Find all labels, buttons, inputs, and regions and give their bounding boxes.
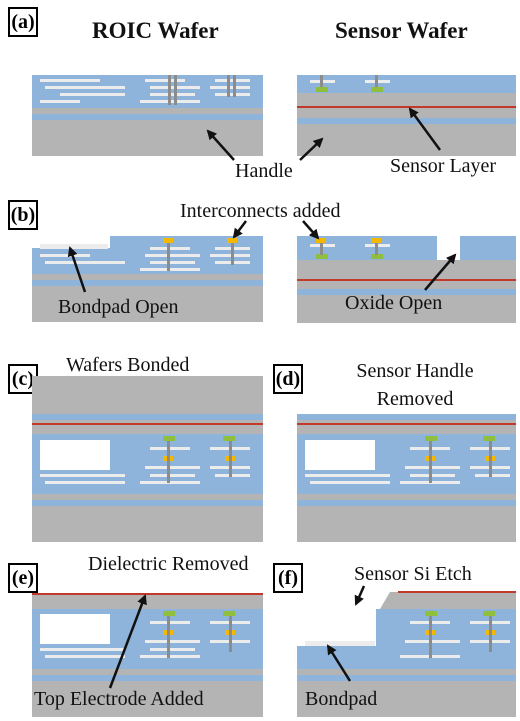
sensor-wafer-a — [297, 75, 516, 156]
si-etch-arrow — [354, 585, 366, 606]
panel-label-e: (e) — [8, 563, 38, 593]
sensor-handle-removed-line2: Removed — [376, 388, 454, 410]
panel-label-d: (d) — [273, 364, 303, 394]
sensor-si-etch-label: Sensor Si Etch — [354, 563, 472, 585]
panel-label-f: (f) — [273, 563, 303, 593]
bonded-stack-e — [32, 593, 263, 717]
bonded-stack-c — [32, 376, 263, 542]
interconnect-arrow-right — [302, 220, 320, 240]
handle-arrow-left — [206, 129, 235, 161]
panel-label-a: (a) — [8, 7, 38, 37]
handle-arrow-right — [299, 137, 324, 161]
bondpad-open-arrow — [67, 246, 87, 293]
interconnect-arrow-left — [232, 220, 247, 239]
wafers-bonded-label: Wafers Bonded — [66, 354, 190, 376]
interconnects-added-label: Interconnects added — [180, 200, 341, 222]
panel-label-b: (b) — [8, 200, 38, 230]
sensor-layer-label: Sensor Layer — [390, 155, 497, 177]
bonded-stack-f — [297, 591, 516, 717]
top-electrode-arrow — [108, 594, 147, 689]
oxide-open-label: Oxide Open — [345, 292, 443, 314]
sensor-wafer-b — [297, 236, 516, 323]
sensor-handle-removed-line1: Sensor Handle — [356, 360, 474, 382]
roic-wafer-a — [32, 75, 263, 156]
sensor-layer-arrow — [408, 107, 442, 151]
bondpad-arrow — [326, 644, 352, 682]
sensor-wafer-title: Sensor Wafer — [335, 18, 468, 43]
bonded-stack-d — [297, 414, 516, 542]
handle-label: Handle — [235, 160, 293, 182]
oxide-open-arrow — [424, 253, 457, 291]
bondpad-open-label: Bondpad Open — [58, 296, 179, 318]
roic-wafer-title: ROIC Wafer — [92, 18, 219, 43]
top-electrode-added-label: Top Electrode Added — [34, 688, 204, 710]
dielectric-removed-label: Dielectric Removed — [88, 553, 249, 575]
bondpad-label: Bondpad — [305, 688, 378, 710]
